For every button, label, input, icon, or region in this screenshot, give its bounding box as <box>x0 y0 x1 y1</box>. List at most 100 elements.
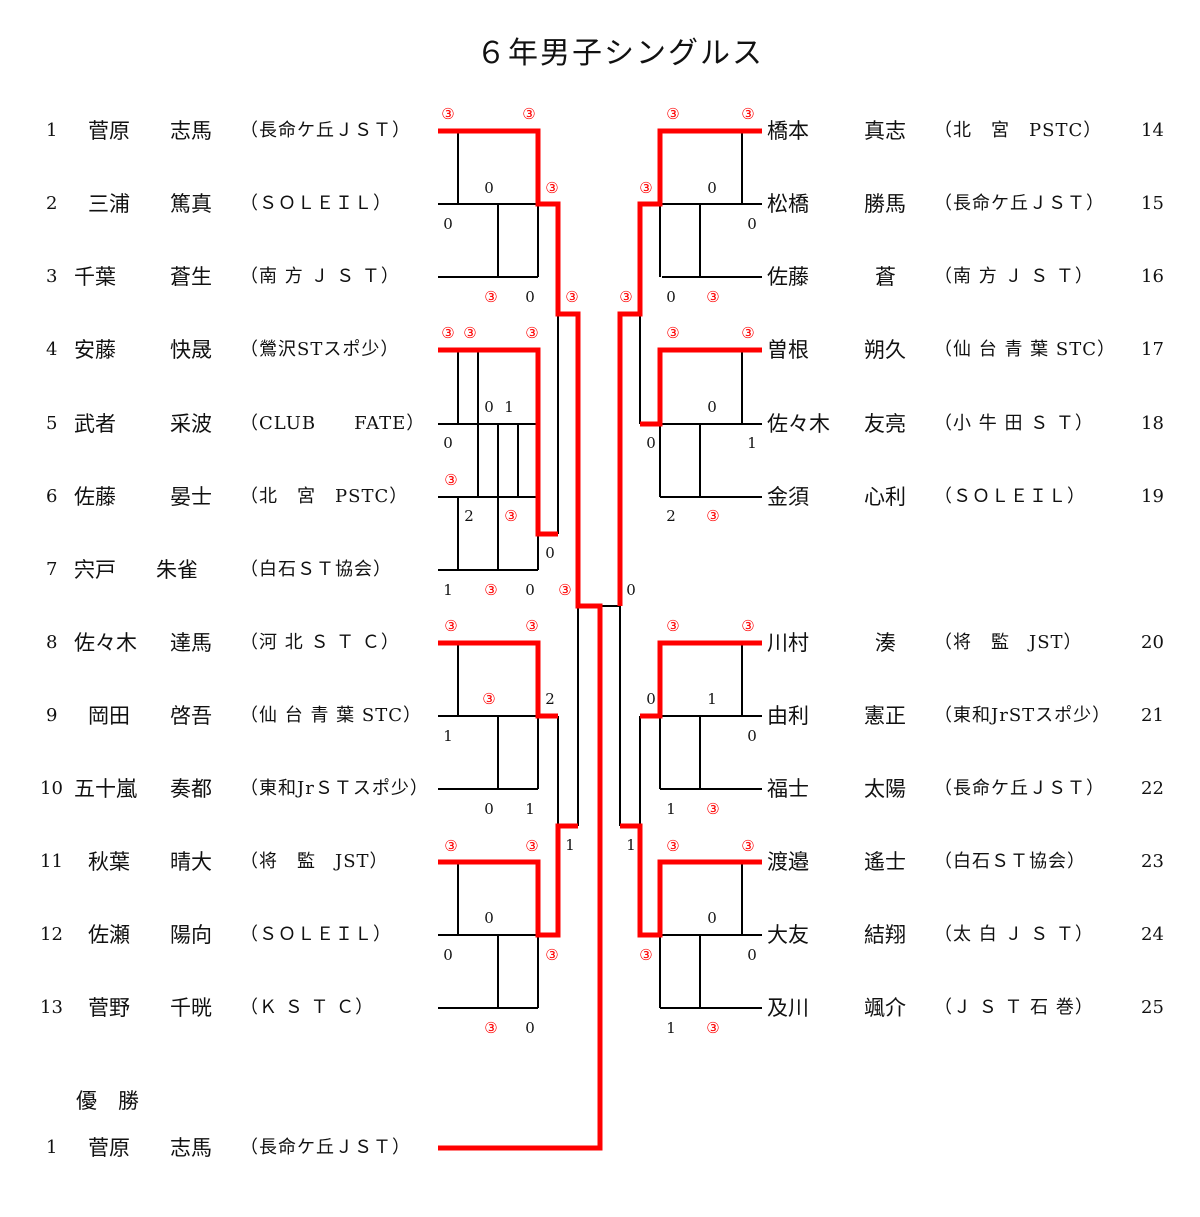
player-family-name: 宍戸 <box>74 558 116 582</box>
player-family-name: 五十嵐 <box>74 777 137 801</box>
player-family-name: 菅原 <box>88 119 130 143</box>
player-given-name: 采波 <box>170 412 212 436</box>
player-number: 12 <box>40 924 63 945</box>
player-family-name: 三浦 <box>88 192 130 216</box>
player-number: 6 <box>46 486 58 507</box>
match-score: ③ <box>741 617 755 635</box>
match-score: ③ <box>444 471 458 489</box>
match-score: 0 <box>707 179 717 197</box>
match-score: ③ <box>441 105 455 123</box>
match-score: 1 <box>666 1019 676 1037</box>
player-given-name: 遙士 <box>864 850 906 874</box>
match-score: ③ <box>565 288 579 306</box>
player-given-name: 篤真 <box>170 192 212 216</box>
match-score: ③ <box>558 581 572 599</box>
player-family-name: 武者 <box>74 412 116 436</box>
player-number: 24 <box>1141 924 1164 945</box>
match-score: 2 <box>666 507 676 525</box>
match-score: ③ <box>666 837 680 855</box>
player-number: 19 <box>1141 486 1164 507</box>
match-score: ③ <box>504 507 518 525</box>
match-score: ③ <box>525 837 539 855</box>
player-given-name: 晏士 <box>170 485 212 509</box>
player-family-name: 秋葉 <box>88 850 130 874</box>
player-club: （CLUB FATE） <box>240 413 426 434</box>
player-given-name: 太陽 <box>864 777 906 801</box>
player-club: （Ｋ Ｓ Ｔ Ｃ） <box>240 997 375 1018</box>
match-score: 1 <box>565 836 575 854</box>
player-family-name: 由利 <box>767 704 809 728</box>
player-family-name: 金須 <box>767 485 809 509</box>
match-score: ③ <box>525 617 539 635</box>
player-given-name: 朔久 <box>864 338 906 362</box>
match-score: 1 <box>707 690 717 708</box>
player-number: 15 <box>1141 193 1164 214</box>
match-score: ③ <box>706 1019 720 1037</box>
player-number: 22 <box>1141 778 1164 799</box>
winner-path <box>438 128 603 1151</box>
match-score: 0 <box>747 946 757 964</box>
match-score: ③ <box>525 324 539 342</box>
player-club: （仙 台 青 葉 STC） <box>934 339 1116 360</box>
page-title: ６年男子シングルス <box>476 36 764 71</box>
player-number: 9 <box>46 705 58 726</box>
match-score: ③ <box>484 1019 498 1037</box>
player-given-name: 心利 <box>864 485 906 509</box>
player-number: 20 <box>1141 632 1164 653</box>
player-family-name: 佐々木 <box>74 631 137 655</box>
player-club: （北 宮 PSTC） <box>240 486 409 507</box>
player-club: （Ｊ Ｓ Ｔ 石 巻） <box>934 997 1094 1018</box>
player-club: （白石ＳＴ協会） <box>934 851 1086 872</box>
match-score: 2 <box>464 507 474 525</box>
player-club: （ＳＯＬＥＩＬ） <box>240 193 392 214</box>
player-family-name: 安藤 <box>74 338 116 362</box>
match-score: 0 <box>707 909 717 927</box>
winner-path <box>438 640 558 719</box>
champion-club: （長命ケ丘ＪＳＴ） <box>240 1137 411 1158</box>
player-number: 10 <box>40 778 63 799</box>
match-score: 1 <box>443 581 453 599</box>
player-given-name: 真志 <box>864 119 906 143</box>
player-club: （南 方 Ｊ Ｓ Ｔ） <box>240 266 400 287</box>
match-score: 0 <box>525 1019 535 1037</box>
player-given-name: 晴大 <box>170 850 212 874</box>
player-family-name: 佐藤 <box>74 485 116 509</box>
match-score: 0 <box>666 288 676 306</box>
champion-given-name: 志馬 <box>170 1136 212 1160</box>
match-score: ③ <box>482 690 496 708</box>
player-given-name: 蒼 <box>875 265 896 289</box>
player-family-name: 曽根 <box>767 338 809 362</box>
match-score: ③ <box>639 179 653 197</box>
player-number: 16 <box>1141 266 1164 287</box>
winner-path <box>620 823 762 938</box>
match-score: 0 <box>525 288 535 306</box>
player-number: 21 <box>1141 705 1164 726</box>
player-club: （長命ケ丘ＪＳＴ） <box>934 778 1105 799</box>
match-score: ③ <box>666 105 680 123</box>
match-score: 0 <box>545 544 555 562</box>
player-given-name: 友亮 <box>864 412 906 436</box>
match-score: 0 <box>443 434 453 452</box>
player-family-name: 渡邉 <box>767 850 809 874</box>
champion-label: 優 勝 <box>76 1089 139 1113</box>
player-club: （ＳＯＬＥＩＬ） <box>934 486 1086 507</box>
player-number: 11 <box>40 851 63 872</box>
player-club: （鶯沢STスポ少） <box>240 339 400 360</box>
winner-path <box>617 128 762 606</box>
player-number: 3 <box>46 266 58 287</box>
player-club: （長命ケ丘ＪＳＴ） <box>934 193 1105 214</box>
match-score: 1 <box>504 398 514 416</box>
player-given-name: 志馬 <box>170 119 212 143</box>
player-club: （仙 台 青 葉 STC） <box>240 705 422 726</box>
winner-path <box>438 823 578 938</box>
match-score: ③ <box>666 324 680 342</box>
player-number: 4 <box>46 339 58 360</box>
player-number: 7 <box>46 559 58 580</box>
player-number: 2 <box>46 193 58 214</box>
player-given-name: 達馬 <box>170 631 212 655</box>
player-family-name: 佐藤 <box>767 265 809 289</box>
player-club: （東和JrＳＴスポ少） <box>240 778 429 799</box>
match-score: ③ <box>741 105 755 123</box>
match-score: 0 <box>747 215 757 233</box>
